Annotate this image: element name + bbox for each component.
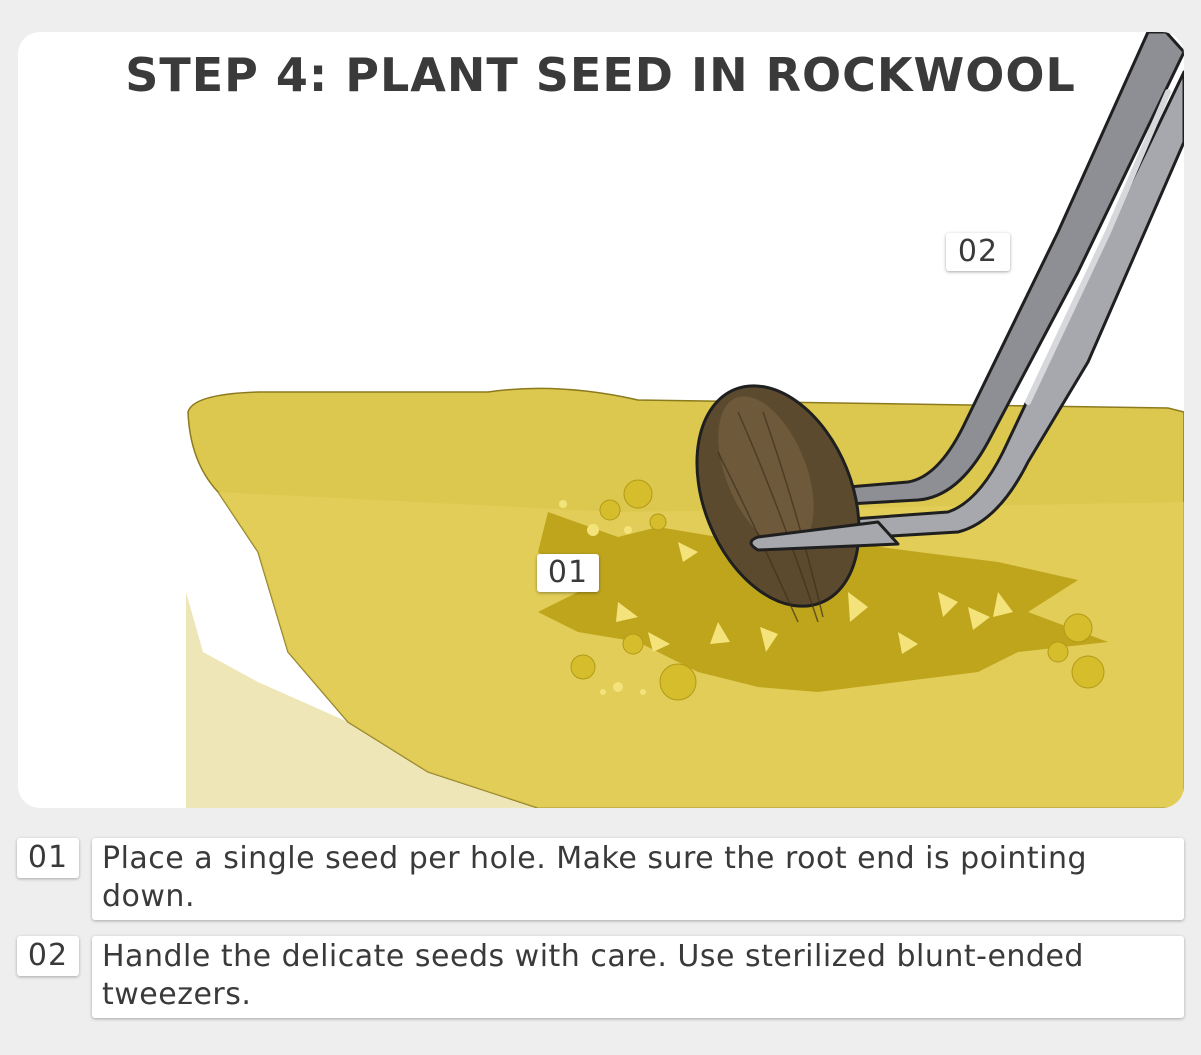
rockwool-specks [559, 500, 646, 695]
rockwool-side-face [186, 592, 538, 808]
tweezers-highlight [1025, 89, 1171, 405]
callout-label-01: 01 [537, 554, 599, 592]
cannabis-seed [695, 384, 861, 623]
legend-text: Place a single seed per hole. Make sure … [92, 838, 1184, 920]
legend-number: 02 [17, 936, 79, 976]
callout-label-02: 02 [946, 233, 1010, 271]
rockwool-granules [570, 479, 1105, 701]
legend-text: Handle the delicate seeds with care. Use… [92, 936, 1184, 1018]
rockwool-illustration [186, 32, 1184, 808]
legend-number: 01 [17, 838, 79, 878]
rockwool-fibres [616, 542, 1013, 654]
page-title: STEP 4: PLANT SEED IN ROCKWOOL [125, 48, 1076, 102]
tweezers-tip [749, 520, 900, 552]
illustration-panel [18, 32, 1184, 808]
